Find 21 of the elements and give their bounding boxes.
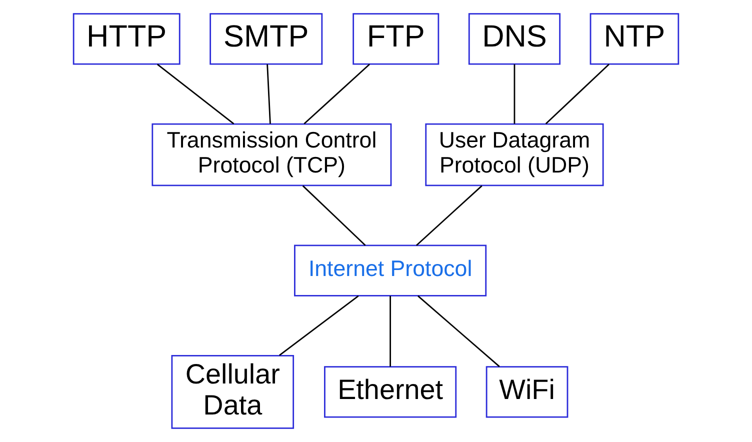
- node-box: WiFi: [486, 366, 568, 418]
- node-box: Cellular Data: [171, 354, 294, 429]
- node-box: FTP: [352, 13, 440, 65]
- connector: [418, 295, 500, 368]
- node-box: Ethernet: [324, 366, 457, 418]
- connector: [304, 64, 370, 124]
- connector: [390, 296, 391, 367]
- connector: [266, 64, 271, 124]
- node-box: DNS: [468, 13, 561, 65]
- node-box: Transmission Control Protocol (TCP): [152, 123, 392, 186]
- connector: [545, 64, 610, 124]
- node-box: NTP: [590, 13, 680, 65]
- connector: [416, 185, 482, 246]
- node-box: User Datagram Protocol (UDP): [425, 123, 604, 186]
- connector: [514, 64, 516, 124]
- node-box: Internet Protocol: [294, 244, 487, 296]
- node-box: SMTP: [210, 13, 323, 65]
- connector: [302, 185, 366, 246]
- connector: [156, 64, 234, 124]
- node-box: HTTP: [72, 13, 180, 65]
- connector: [279, 295, 359, 356]
